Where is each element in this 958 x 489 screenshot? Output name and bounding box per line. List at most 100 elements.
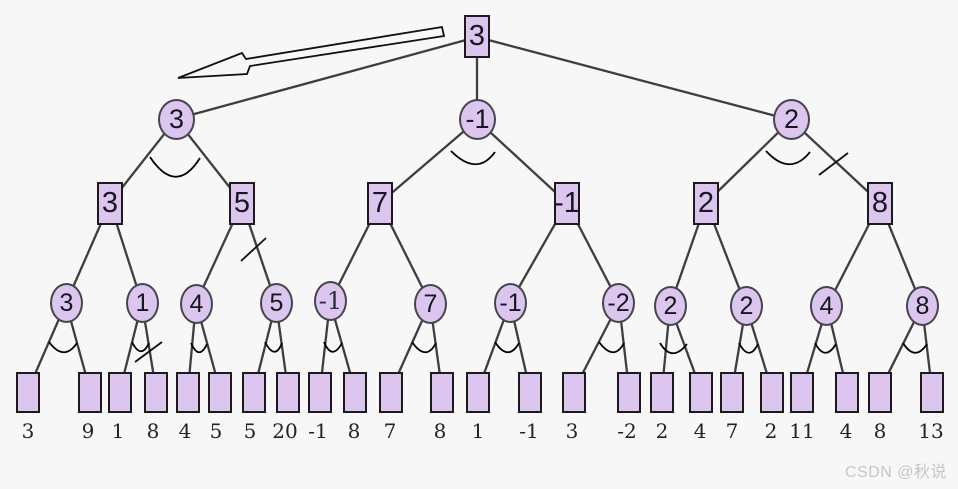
leaf-box-15 (617, 372, 641, 413)
leaf-box-8 (308, 372, 332, 413)
max-node-l3-0: 3 (97, 182, 123, 225)
leaf-box-20 (790, 372, 814, 413)
min-node-l4-3: 5 (260, 283, 293, 323)
leaf-label-15: -2 (617, 419, 637, 443)
leaf-label-13: -1 (519, 419, 539, 443)
min-node-l2-2: 2 (773, 99, 810, 140)
node-value: 5 (269, 288, 284, 317)
leaf-label-1: 9 (81, 419, 95, 443)
leaf-box-3 (144, 372, 168, 413)
root-value: 3 (468, 20, 486, 52)
node-value: 1 (135, 288, 150, 317)
leaf-label-8: -1 (308, 419, 328, 443)
min-node-l2-0: 3 (158, 99, 195, 140)
node-value: -1 (499, 288, 522, 317)
leaf-label-12: 1 (471, 419, 485, 443)
node-value: 2 (739, 291, 754, 320)
prune-slashes (134, 152, 849, 363)
leaf-box-21 (835, 372, 859, 413)
leaf-label-0: 3 (21, 419, 35, 443)
min-node-l2-1: -1 (459, 99, 496, 140)
watermark: CSDN @秋说 (845, 464, 948, 481)
leaf-box-16 (650, 372, 674, 413)
leaf-label-22: 8 (873, 419, 887, 443)
node-value: 3 (168, 104, 185, 134)
node-value: 5 (233, 187, 251, 219)
leaf-box-13 (518, 372, 542, 413)
node-value: 4 (189, 289, 204, 318)
leaf-box-19 (760, 372, 784, 413)
node-value: 3 (101, 187, 119, 219)
leaf-label-17: 4 (693, 419, 707, 443)
leaf-label-19: 2 (764, 419, 778, 443)
leaf-box-0 (16, 372, 40, 413)
leaf-label-9: 8 (347, 419, 361, 443)
leaf-box-23 (920, 372, 944, 413)
leaf-box-22 (868, 372, 892, 413)
root-node: 3 (464, 15, 490, 58)
min-node-l4-4: -1 (314, 281, 347, 321)
node-value: -2 (607, 288, 630, 317)
min-node-l4-10: 4 (810, 286, 843, 326)
node-value: 2 (697, 187, 715, 219)
prune-slash-rect5-right (240, 237, 267, 262)
node-value: 8 (871, 187, 889, 219)
min-node-l4-6: -1 (494, 283, 527, 323)
leaf-box-11 (430, 372, 454, 413)
node-value: 7 (423, 289, 438, 318)
prune-slash-circle1-right (134, 341, 163, 363)
leaf-box-18 (720, 372, 744, 413)
leaf-label-21: 4 (839, 419, 853, 443)
max-node-l3-5: 8 (867, 182, 893, 225)
node-value: 2 (783, 104, 800, 134)
min-node-l4-9: 2 (730, 286, 763, 326)
leaf-box-1 (78, 372, 102, 413)
min-node-l4-8: 2 (654, 286, 687, 326)
leaf-label-5: 5 (209, 419, 223, 443)
leaf-label-7: 20 (272, 419, 298, 443)
leaf-box-4 (176, 372, 200, 413)
leaf-box-12 (466, 372, 490, 413)
max-node-l3-1: 5 (229, 182, 255, 225)
leaf-label-2: 1 (111, 419, 125, 443)
leaf-box-10 (379, 372, 403, 413)
leaf-label-11: 8 (433, 419, 447, 443)
leaf-label-20: 11 (789, 419, 815, 443)
min-node-l4-11: 8 (906, 286, 939, 326)
max-node-l3-3: -1 (554, 182, 580, 225)
leaf-box-14 (562, 372, 586, 413)
node-value: -1 (318, 287, 343, 315)
node-value: 3 (59, 288, 74, 317)
tree-edges (26, 35, 934, 391)
node-value: 8 (915, 291, 930, 320)
leaf-label-10: 7 (383, 419, 397, 443)
max-node-l3-2: 7 (367, 182, 393, 225)
min-node-l4-7: -2 (602, 283, 635, 323)
leaf-box-7 (276, 372, 300, 413)
leaf-label-18: 7 (725, 419, 739, 443)
leaf-box-2 (108, 372, 132, 413)
leaf-box-6 (242, 372, 266, 413)
min-node-l4-5: 7 (414, 284, 447, 324)
node-value: 2 (663, 291, 678, 320)
min-node-l4-2: 4 (180, 284, 213, 324)
leaf-label-23: 13 (918, 419, 944, 443)
max-node-l3-4: 2 (693, 182, 719, 225)
leaf-label-14: 3 (565, 419, 579, 443)
node-value: -1 (554, 187, 580, 219)
leaf-label-3: 8 (146, 419, 160, 443)
leaf-box-5 (208, 372, 232, 413)
angle-arcs (48, 150, 928, 355)
direction-arrow (177, 25, 446, 79)
leaf-box-17 (689, 372, 713, 413)
node-value: 4 (819, 291, 834, 320)
min-node-l4-0: 3 (50, 283, 83, 323)
leaf-label-16: 2 (655, 419, 669, 443)
leaf-label-6: 5 (243, 419, 257, 443)
node-value: -1 (465, 104, 490, 134)
prune-slash-circle2-right (818, 152, 849, 176)
leaf-label-4: 4 (178, 419, 192, 443)
leaf-box-9 (343, 372, 367, 413)
